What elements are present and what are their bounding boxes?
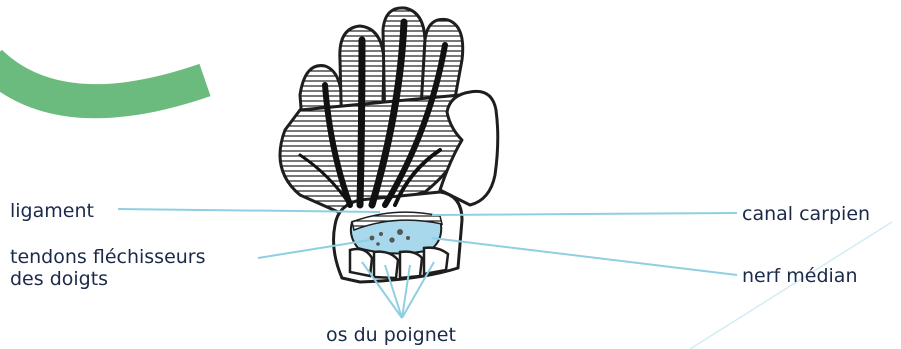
- label-tendons-line1: tendons fléchisseurs: [10, 246, 206, 268]
- label-nerf-median: nerf médian: [742, 265, 858, 287]
- leader-canal: [432, 213, 737, 215]
- label-tendons-line2: des doigts: [10, 268, 206, 290]
- carpal-tunnel: [350, 212, 448, 278]
- label-os-du-poignet: os du poignet: [326, 324, 456, 346]
- label-canal-carpien: canal carpien: [742, 203, 870, 225]
- label-ligament: ligament: [10, 200, 94, 222]
- label-tendons: tendons fléchisseurs des doigts: [10, 246, 206, 290]
- leader-nerf: [432, 238, 737, 275]
- decorative-green-arc: [0, 62, 205, 101]
